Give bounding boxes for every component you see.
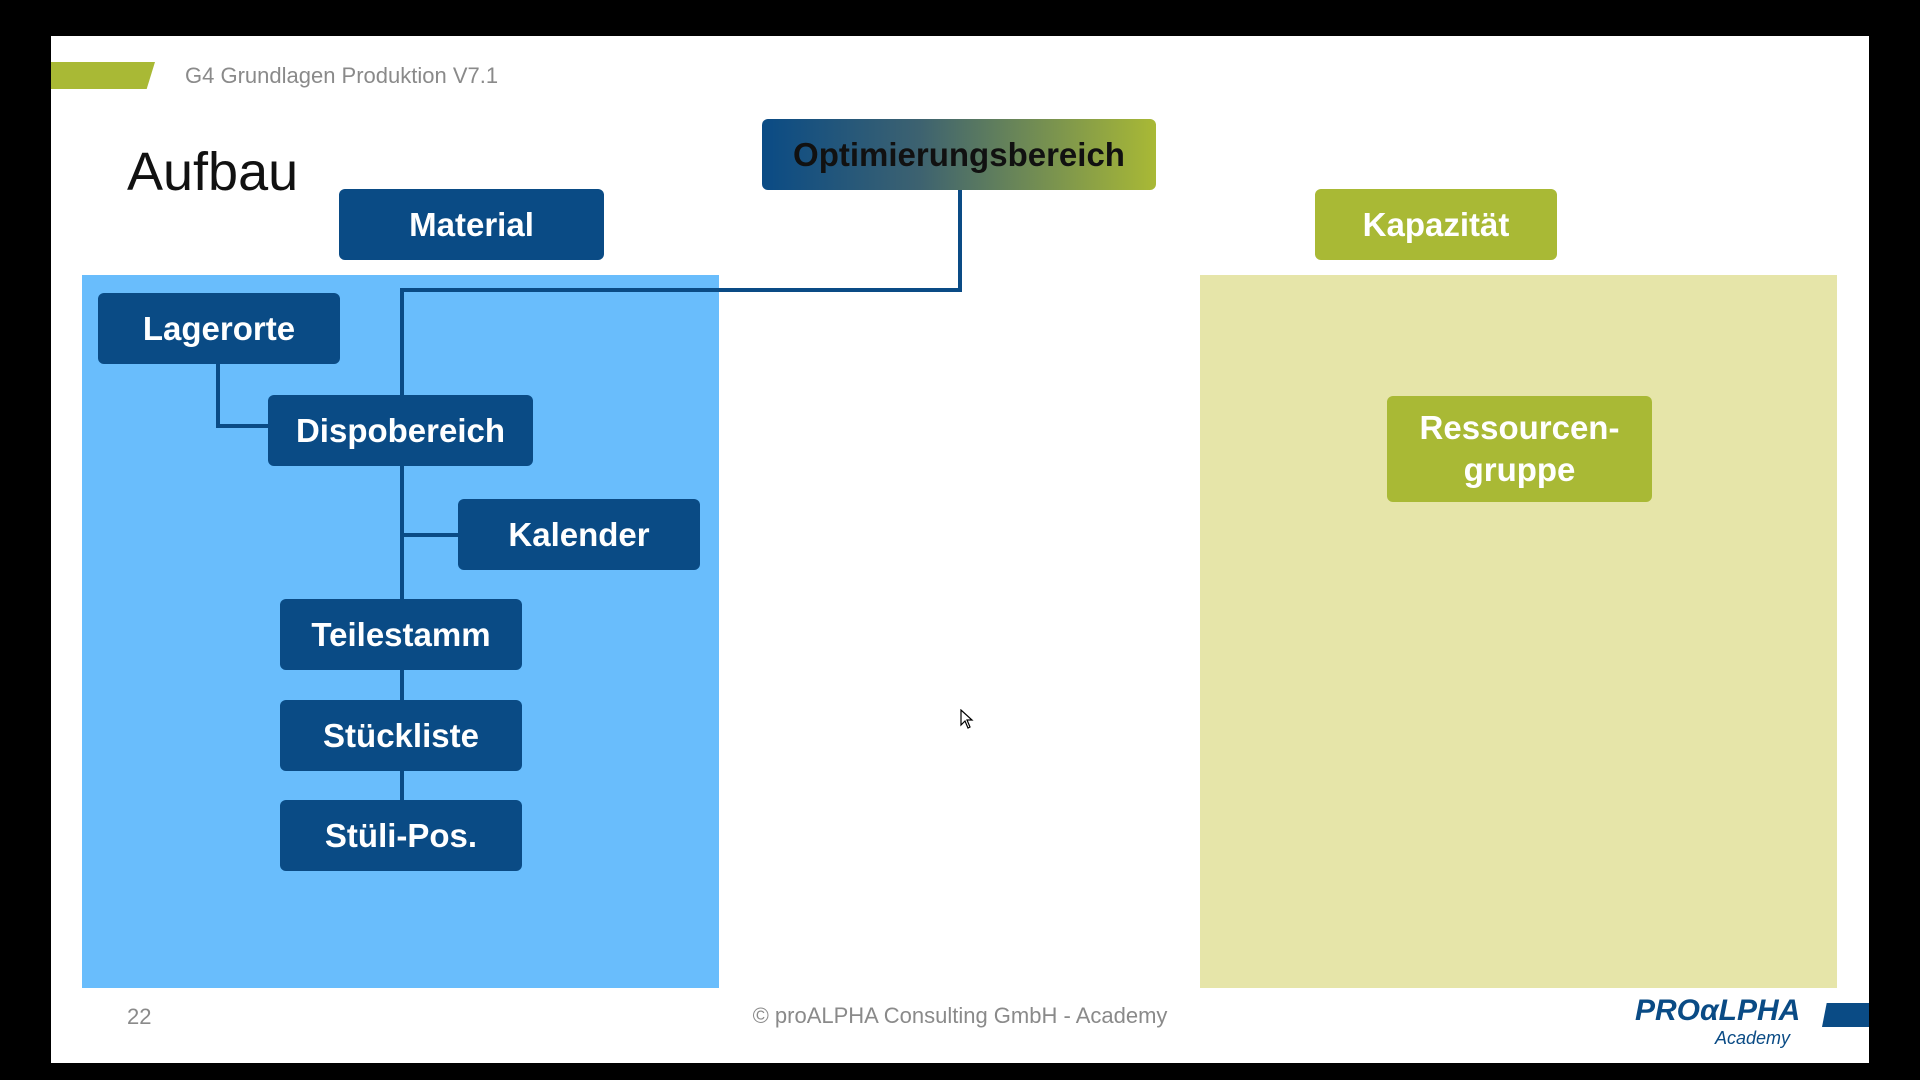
connector-opt-vertical — [958, 188, 962, 292]
slide-header: G4 Grundlagen Produktion V7.1 — [185, 63, 499, 88]
node-stueli-pos: Stüli-Pos. — [280, 800, 522, 871]
node-optimierungsbereich: Optimierungsbereich — [762, 119, 1156, 190]
logo-sub-text: Academy — [1715, 1028, 1791, 1048]
node-stueckliste: Stückliste — [280, 700, 522, 771]
connector-kalender-horizontal — [400, 533, 460, 537]
header-accent-bar — [51, 62, 155, 89]
capacity-panel — [1200, 275, 1837, 988]
connector-lager-horizontal — [216, 424, 286, 428]
proalpha-logo: PROαLPHA Academy — [1635, 994, 1869, 1054]
connector-lager-vertical — [216, 356, 220, 428]
logo-main-text: PROαLPHA — [1635, 994, 1801, 1027]
node-kalender: Kalender — [458, 499, 700, 570]
mouse-cursor-icon — [960, 709, 974, 729]
copyright-text: © proALPHA Consulting GmbH - Academy — [752, 1003, 1168, 1028]
connector-opt-horizontal — [400, 288, 962, 292]
slide: G4 Grundlagen Produktion V7.1 Aufbau Opt… — [51, 36, 1869, 1063]
node-teilestamm: Teilestamm — [280, 599, 522, 670]
page-number: 22 — [127, 1004, 152, 1029]
node-kapazitaet: Kapazität — [1315, 189, 1557, 260]
connector-main-vertical — [400, 288, 404, 824]
node-lagerorte: Lagerorte — [98, 293, 340, 364]
node-material: Material — [339, 189, 604, 260]
node-ressourcengruppe: Ressourcen- gruppe — [1387, 396, 1652, 502]
logo-accent-bar — [1822, 1003, 1869, 1027]
node-dispobereich: Dispobereich — [268, 395, 533, 466]
slide-title: Aufbau — [127, 142, 299, 202]
